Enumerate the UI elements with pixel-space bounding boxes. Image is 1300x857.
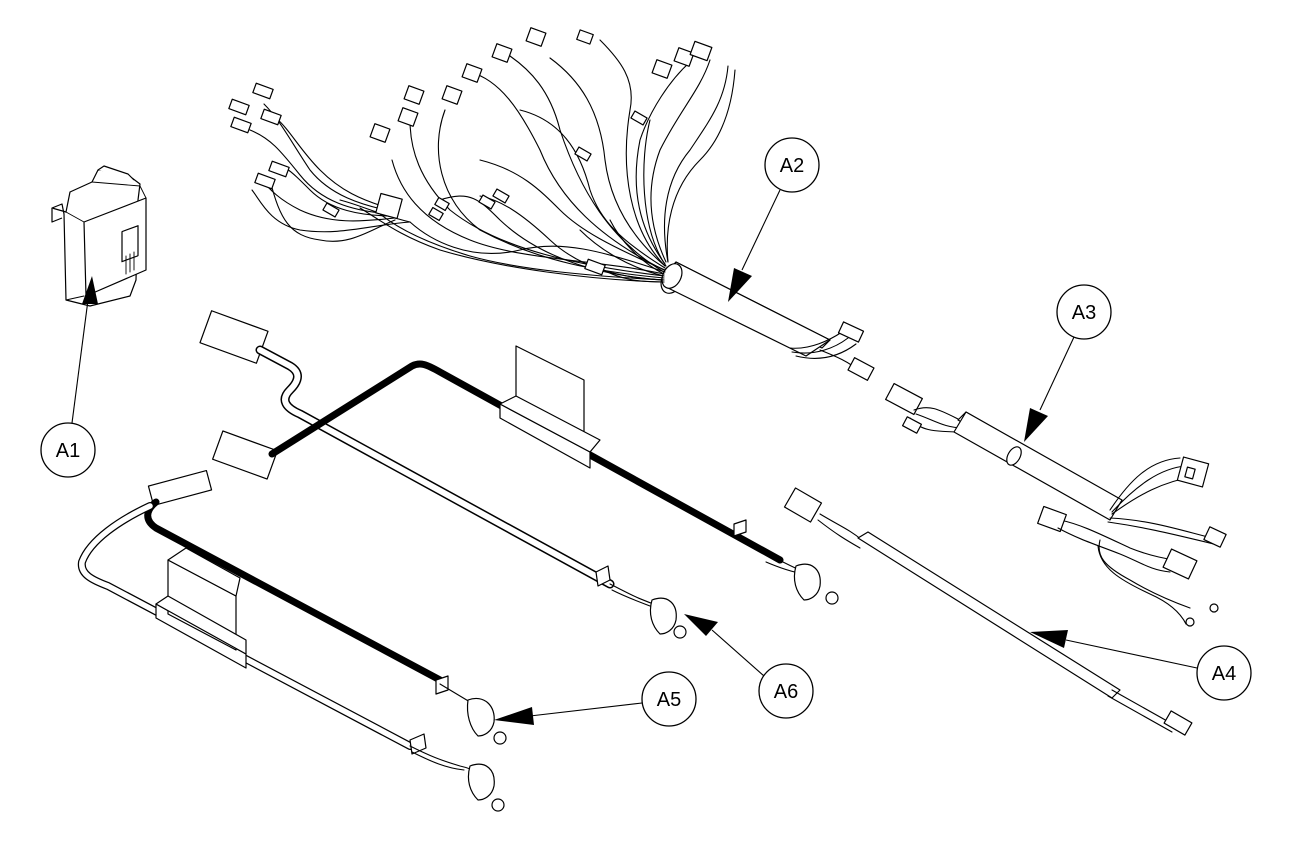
leader-a1 bbox=[71, 299, 89, 424]
callout-a2-label: A2 bbox=[780, 155, 804, 177]
part-a6-upper-harness bbox=[199, 310, 839, 639]
callout-a4: A4 bbox=[1196, 645, 1252, 701]
arrowhead-a3 bbox=[1024, 408, 1048, 442]
arrowhead-a2 bbox=[728, 268, 752, 302]
arrowhead-a4 bbox=[1030, 630, 1068, 648]
part-a1-module bbox=[51, 165, 147, 307]
part-a5-lower-harness bbox=[77, 469, 507, 812]
callout-a2: A2 bbox=[764, 137, 820, 193]
callout-a1: A1 bbox=[40, 422, 96, 478]
callout-a3-label: A3 bbox=[1072, 302, 1096, 324]
callout-a5-label: A5 bbox=[657, 689, 681, 711]
leader-a4 bbox=[1065, 639, 1198, 669]
part-a4-cable bbox=[783, 487, 1193, 736]
callout-a5: A5 bbox=[641, 671, 697, 727]
leader-a3 bbox=[1039, 336, 1075, 411]
leader-a2 bbox=[741, 189, 781, 271]
part-a2-main-harness bbox=[228, 27, 875, 381]
leader-a6 bbox=[711, 629, 765, 677]
leader-a5 bbox=[529, 702, 643, 717]
callout-a4-label: A4 bbox=[1212, 663, 1236, 685]
arrowhead-a6 bbox=[684, 614, 718, 636]
a2-wire-bundle bbox=[249, 39, 736, 283]
arrowhead-a1 bbox=[82, 276, 98, 304]
callout-a1-label: A1 bbox=[56, 440, 80, 462]
callout-a6-label: A6 bbox=[774, 681, 798, 703]
part-a3-secondary-harness bbox=[885, 382, 1227, 627]
callout-a6: A6 bbox=[758, 663, 814, 719]
callout-a3: A3 bbox=[1056, 284, 1112, 340]
a2-connectors bbox=[228, 27, 713, 276]
arrowhead-a5 bbox=[494, 707, 534, 725]
